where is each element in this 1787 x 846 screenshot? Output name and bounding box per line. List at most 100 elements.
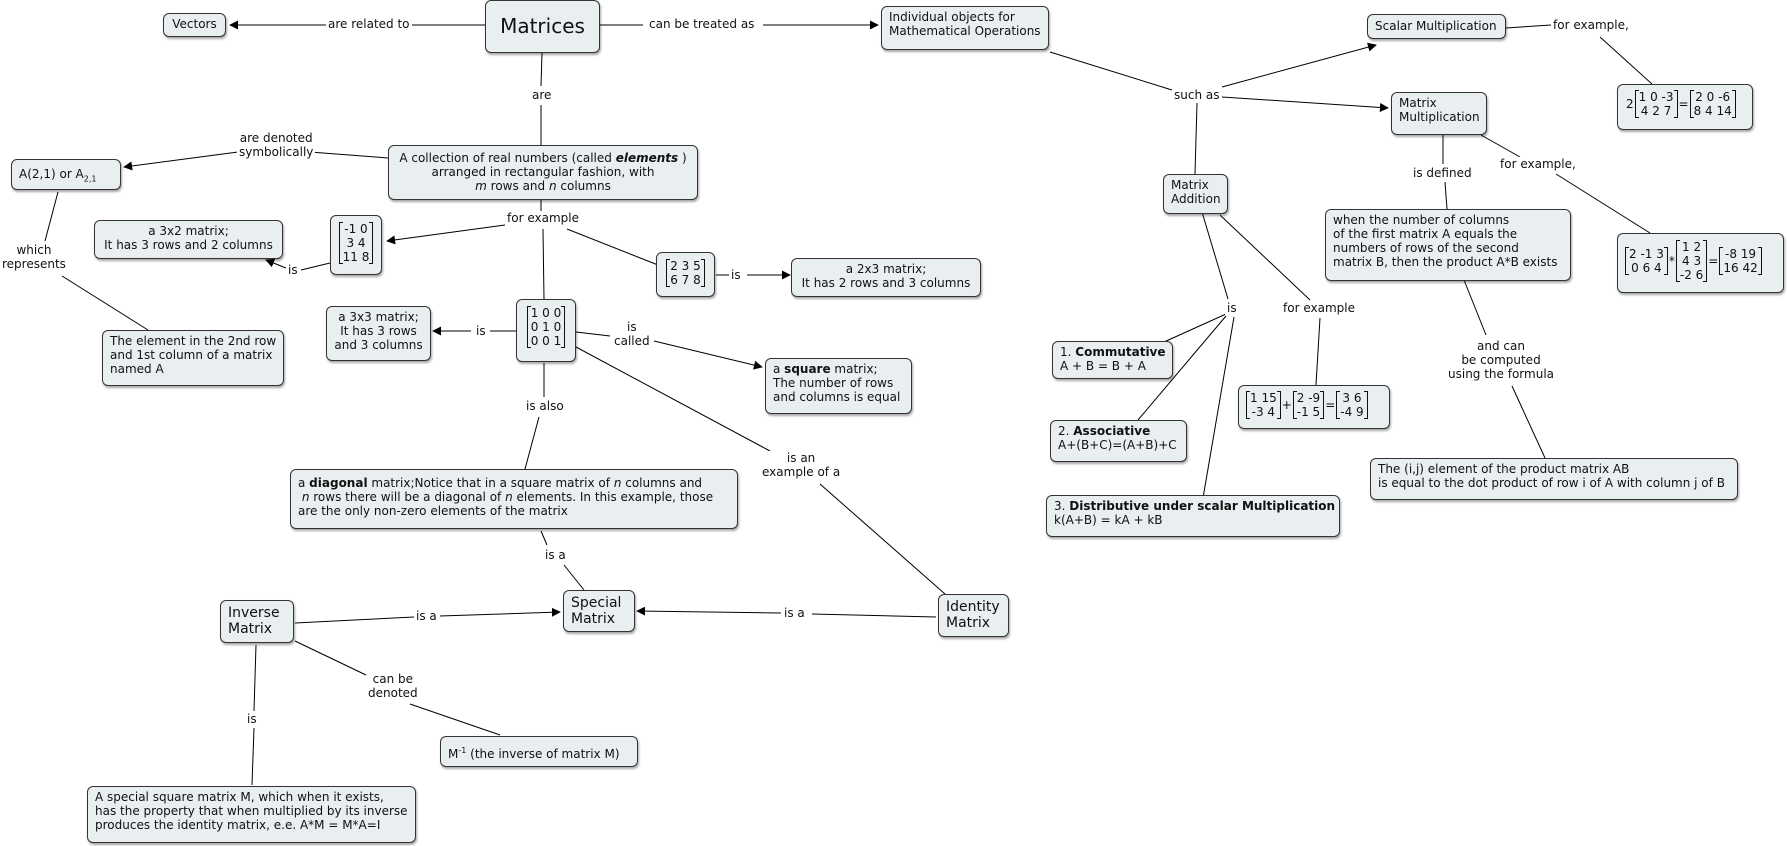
matrix-multiplication-defined-node[interactable]: when the number of columns of the first … [1325,209,1571,281]
3x2-description-node[interactable]: a 3x2 matrix; It has 3 rows and 2 column… [94,220,283,259]
matrix-row: 4 2 7 [1640,104,1672,118]
element-line1: The element in the 2nd row [110,334,277,348]
scalar-multiplication-node[interactable]: Scalar Multiplication [1367,14,1506,39]
label-is-an-example-of-a: is an example of a [760,451,843,479]
label-line: symbolically [239,145,314,159]
3x2-line1: a 3x2 matrix; [148,224,229,238]
scalar-k: 2 [1626,97,1634,111]
identity-matrix-node[interactable]: Identity Matrix [938,594,1009,637]
associative-formula: A+(B+C)=(A+B)+C [1058,438,1177,452]
label-line: is [627,320,637,334]
a21-text: A(2,1) or A [19,167,84,181]
identity-line2: Matrix [946,615,991,631]
square-matrix-node[interactable]: a square matrix; The number of rows and … [765,358,912,414]
diagonal-matrix-node[interactable]: a diagonal matrix;Notice that in a squar… [290,469,738,529]
add-matrix-a: 1 15-3 4 [1246,391,1281,419]
2x3-line1: a 2x3 matrix; [845,262,927,276]
distributive-node[interactable]: 3. Distributive under scalar Multiplicat… [1046,495,1340,537]
equals-sign: = [1708,254,1719,268]
special-matrix-node[interactable]: Special Matrix [563,590,635,632]
label-is-a-diagonal: is a [543,548,568,562]
2x3-description-node[interactable]: a 2x3 matrix; It has 2 rows and 3 column… [791,258,981,297]
label-which-represents: which represents [0,243,68,271]
inverse-description-node[interactable]: A special square matrix M, which when it… [87,786,416,843]
diagonal-n: n [301,490,310,504]
a21-notation-node[interactable]: A(2,1) or A2,1 [11,159,121,190]
ij-line1: The (i,j) element of the product matrix … [1378,462,1630,476]
diagonal-line3: are the only non-zero elements of the ma… [298,504,568,518]
diagonal-text: a [298,476,310,490]
matrix-row: 2 3 5 [670,259,701,273]
label-is-3x2: is [286,263,300,277]
times-sign: * [1668,254,1675,268]
a21-subscript: 2,1 [83,174,97,184]
label-is-2x3: is [729,268,743,282]
label-line: using the formula [1448,367,1555,381]
associative-node[interactable]: 2. Associative A+(B+C)=(A+B)+C [1050,420,1187,462]
collection-n: n [548,179,557,193]
3x3-description-node[interactable]: a 3x3 matrix; It has 3 rows and 3 column… [326,306,431,361]
matrix-row: -1 0 [344,222,368,236]
diagonal-n: n [505,490,513,504]
matrix-row: 3 6 [1342,391,1362,405]
element-line2: and 1st column of a matrix [110,348,273,362]
equals-sign: = [1325,398,1336,412]
individual-line1: Individual objects for [889,10,1015,24]
matrix-row: 2 -1 3 [1629,247,1664,261]
commutative-num: 1. [1060,345,1076,359]
collection-text: columns [556,179,611,193]
commutative-node[interactable]: 1. Commutative A + B = B + A [1052,341,1173,379]
matrices-node[interactable]: Matrices [485,0,600,53]
matrix-add-line1: Matrix [1171,178,1209,192]
inverse-line1: Inverse [228,605,280,621]
identity-line1: Identity [946,599,1000,615]
special-line1: Special [571,595,622,611]
vectors-node[interactable]: Vectors [163,13,226,37]
label-is-inverse: is [245,712,259,726]
matrix-row: 1 15 [1250,391,1277,405]
diagonal-line1: a diagonal matrix;Notice that in a squar… [298,476,730,490]
matrix-row: 0 0 1 [530,334,562,348]
inverse-desc-line2: has the property that when multiplied by… [95,804,408,818]
label-is-defined: is defined [1411,166,1474,180]
inverse-matrix-node[interactable]: Inverse Matrix [220,600,294,643]
defined-line1: when the number of columns [1333,213,1510,227]
collection-m: m [475,179,487,193]
element-description-node[interactable]: The element in the 2nd row and 1st colum… [102,330,284,386]
matrix-mult-line1: Matrix [1399,96,1437,110]
ij-element-node[interactable]: The (i,j) element of the product matrix … [1370,458,1738,500]
diagonal-n: n [613,476,622,490]
distributive-num: 3. [1054,499,1070,513]
special-line2: Matrix [571,611,616,627]
matrix-multiplication-node[interactable]: Matrix Multiplication [1391,92,1487,135]
defined-line4: matrix B, then the product A*B exists [1333,255,1558,269]
label-is-addition: is [1225,301,1239,315]
matrix-row: -2 6 [1679,268,1704,282]
matrix-addition-node[interactable]: Matrix Addition [1163,174,1228,214]
addition-example-node[interactable]: 1 15-3 4+2 -9-1 5=3 6-4 9 [1238,385,1390,429]
inverse-notation-node[interactable]: M-1 (the inverse of matrix M) [440,736,638,767]
vectors-label: Vectors [172,17,217,31]
matrix-add-line2: Addition [1171,192,1221,206]
square-line3: and columns is equal [773,390,901,404]
label-are-related-to: are related to [326,17,412,31]
collection-definition-node[interactable]: A collection of real numbers (called ele… [388,145,698,200]
individual-objects-node[interactable]: Individual objects for Mathematical Oper… [881,6,1049,50]
label-line: can be [372,672,414,686]
label-for-example-scalar: for example, [1551,18,1631,32]
inverse-desc-line1: A special square matrix M, which when it… [95,790,384,804]
individual-line2: Mathematical Operations [889,24,1041,38]
defined-line3: numbers of rows of the second [1333,241,1519,255]
matrices-label: Matrices [500,14,585,38]
matrix-mult-line2: Multiplication [1399,110,1480,124]
square-text: matrix; [830,362,878,376]
collection-line2: arranged in rectangular fashion, with [431,165,655,179]
label-are-denoted: are denoted symbolically [237,131,316,159]
